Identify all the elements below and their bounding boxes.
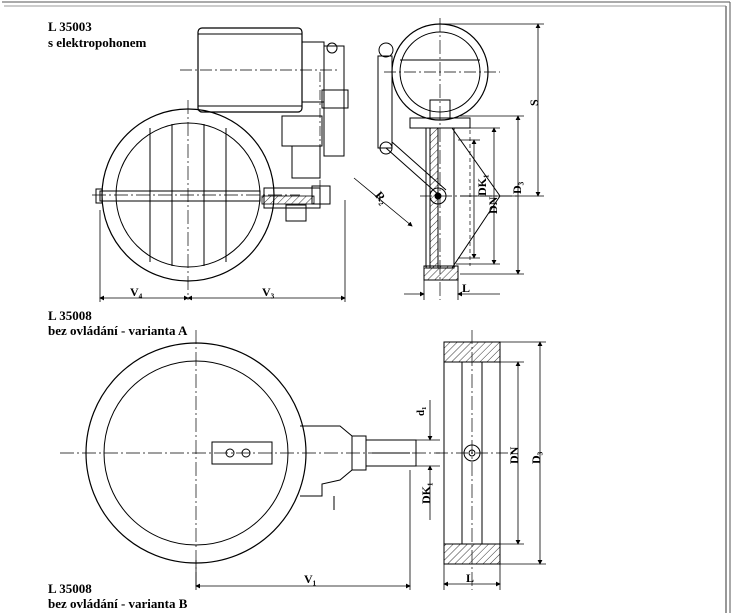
dimension-v <box>99 200 346 302</box>
dim-v3-label: V₃ <box>262 285 275 299</box>
dim-l-label-top: L <box>462 281 470 295</box>
section1-description: s elektropohonem <box>48 35 147 50</box>
dim-d1-label: d₁ <box>415 407 427 416</box>
dim-dk1-label: DK₁ <box>475 174 489 196</box>
dim-d3-label-bottom: D₃ <box>529 451 543 464</box>
section2-code: L 35008 <box>48 308 92 323</box>
bottom-side-view <box>436 330 516 590</box>
hatched-flange <box>261 195 315 205</box>
section3-description: bez ovládání - varianta B <box>48 596 188 611</box>
bottom-front-view <box>60 330 440 586</box>
dim-l-label-bottom: L <box>466 571 474 585</box>
dimension-bottom <box>195 400 440 590</box>
dim-v1-label: V₁ <box>304 572 317 586</box>
section2-description: bez ovládání - varianta A <box>48 323 188 338</box>
dim-s-label: S <box>527 99 541 106</box>
dim-dk1-label-bottom: DK₁ <box>419 482 433 504</box>
section3-code: L 35008 <box>48 581 92 596</box>
top-front-view <box>92 27 349 300</box>
dim-r-label: R₂ <box>372 188 391 207</box>
hatched-seat <box>424 266 458 280</box>
dim-dn-label: DN <box>486 196 500 214</box>
dim-v4-label: V₄ <box>130 285 143 299</box>
dimension-bottom-side <box>443 341 546 590</box>
dim-d3-label: D₃ <box>510 181 524 194</box>
dimension-side <box>404 23 544 300</box>
top-side-view <box>377 18 520 300</box>
section1-code: L 35003 <box>48 19 92 34</box>
dim-dn-label-bottom: DN <box>507 446 521 464</box>
dimension-r <box>353 177 413 227</box>
